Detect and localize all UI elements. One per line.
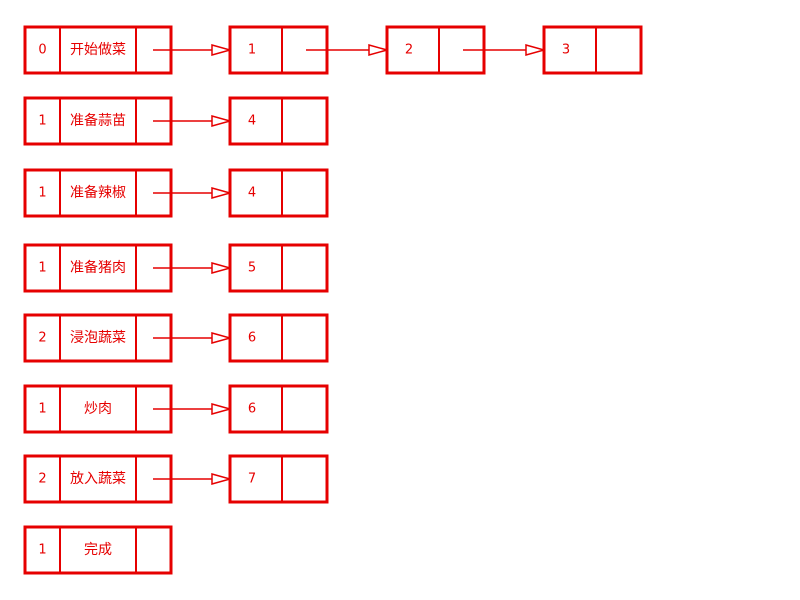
edge-node-4-0 — [228, 313, 329, 363]
vertex-in-degree: 1 — [38, 402, 46, 417]
vertex-name: 炒肉 — [84, 401, 112, 417]
edge-arrow-0-1-head — [368, 44, 390, 56]
vertex-node-7 — [23, 525, 173, 575]
edge-arrow-0-0-head — [211, 44, 233, 56]
edge-target-index: 6 — [248, 402, 256, 417]
edge-arrow-4-0-head — [211, 332, 233, 344]
edge-node-3-0 — [228, 243, 329, 293]
edge-target-index: 4 — [248, 186, 256, 201]
vertex-name: 准备蒜苗 — [70, 112, 126, 129]
vertex-name: 放入蔬菜 — [70, 471, 126, 487]
edge-arrow-6-0-head — [211, 473, 233, 485]
edge-arrow-1-0-head — [211, 115, 233, 127]
vertex-in-degree: 1 — [38, 114, 46, 129]
edge-node-0-2 — [542, 25, 643, 75]
vertex-node-0 — [23, 25, 173, 75]
edge-arrow-5-0-head — [211, 403, 233, 415]
vertex-node-6 — [23, 454, 173, 504]
edge-arrow-3-0-head — [211, 262, 233, 274]
vertex-in-degree: 2 — [38, 472, 46, 487]
vertex-name: 开始做菜 — [70, 42, 126, 58]
edge-target-index: 1 — [248, 43, 256, 58]
vertex-node-2 — [23, 168, 173, 218]
vertex-name: 浸泡蔬菜 — [70, 330, 126, 346]
vertex-in-degree: 1 — [38, 186, 46, 201]
edge-target-index: 7 — [248, 472, 256, 487]
vertex-node-5 — [23, 384, 173, 434]
vertex-in-degree: 2 — [38, 331, 46, 346]
vertex-in-degree: 0 — [38, 43, 46, 58]
edge-node-1-0 — [228, 96, 329, 146]
edge-target-index: 5 — [248, 261, 256, 276]
vertex-name: 准备猪肉 — [70, 259, 126, 276]
vertex-name: 准备辣椒 — [70, 184, 126, 201]
vertex-in-degree: 1 — [38, 543, 46, 558]
vertex-name: 完成 — [84, 542, 112, 558]
edge-node-2-0 — [228, 168, 329, 218]
edge-arrow-0-2-head — [525, 44, 547, 56]
vertex-in-degree: 1 — [38, 261, 46, 276]
edge-target-index: 2 — [405, 43, 413, 58]
edge-node-5-0 — [228, 384, 329, 434]
edge-target-index: 3 — [562, 43, 570, 58]
edge-target-index: 6 — [248, 331, 256, 346]
edge-arrow-2-0-head — [211, 187, 233, 199]
edge-node-6-0 — [228, 454, 329, 504]
edge-target-index: 4 — [248, 114, 256, 129]
